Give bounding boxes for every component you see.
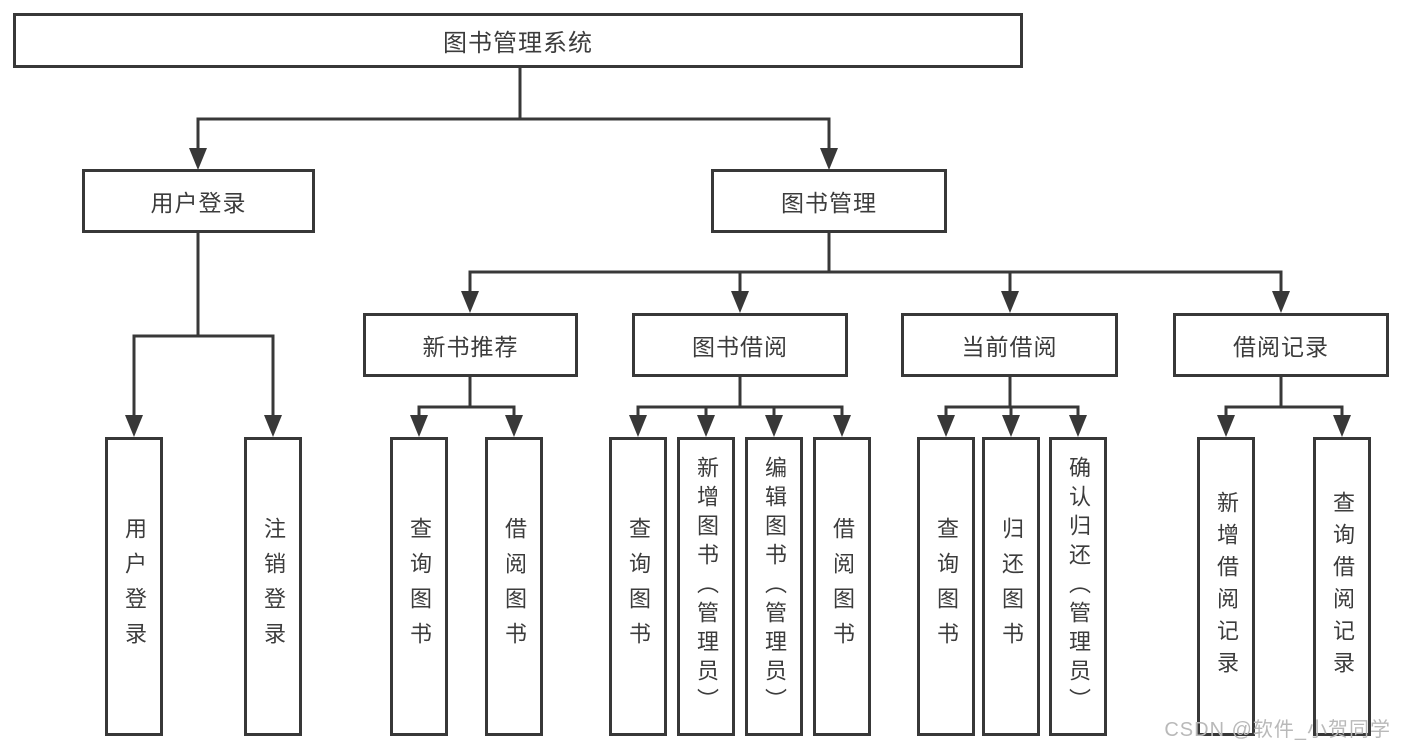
leaf-logout: 注销登录 <box>244 437 302 736</box>
leaf-nb-query-books: 查询图书 <box>390 437 448 736</box>
leaf-cb-return-books: 归还图书 <box>982 437 1040 736</box>
leaf-bb-edit-books-admin-label: 编辑图书（管理员） <box>762 456 787 717</box>
node-book-borrow: 图书借阅 <box>632 313 848 377</box>
leaf-nb-borrow-books-label: 借阅图书 <box>502 516 527 657</box>
leaf-user-login-label: 用户登录 <box>122 516 147 657</box>
node-current-borrow: 当前借阅 <box>901 313 1118 377</box>
leaf-cb-confirm-return-admin-label: 确认归还（管理员） <box>1066 456 1091 717</box>
node-book-management: 图书管理 <box>711 169 947 233</box>
leaf-br-query-record-label: 查询借阅记录 <box>1330 490 1355 683</box>
node-user-login: 用户登录 <box>82 169 315 233</box>
leaf-cb-query-books-label: 查询图书 <box>934 516 959 657</box>
leaf-bb-query-books: 查询图书 <box>609 437 667 736</box>
leaf-bb-edit-books-admin: 编辑图书（管理员） <box>745 437 803 736</box>
leaf-bb-borrow-books: 借阅图书 <box>813 437 871 736</box>
leaf-br-add-record-label: 新增借阅记录 <box>1214 490 1239 683</box>
leaf-br-query-record: 查询借阅记录 <box>1313 437 1371 736</box>
leaf-logout-label: 注销登录 <box>261 516 286 657</box>
leaf-nb-query-books-label: 查询图书 <box>407 516 432 657</box>
leaf-cb-query-books: 查询图书 <box>917 437 975 736</box>
leaf-nb-borrow-books: 借阅图书 <box>485 437 543 736</box>
leaf-br-add-record: 新增借阅记录 <box>1197 437 1255 736</box>
leaf-bb-query-books-label: 查询图书 <box>626 516 651 657</box>
node-new-book-recommend: 新书推荐 <box>363 313 578 377</box>
node-borrow-records: 借阅记录 <box>1173 313 1389 377</box>
leaf-bb-borrow-books-label: 借阅图书 <box>830 516 855 657</box>
leaf-cb-return-books-label: 归还图书 <box>999 516 1024 657</box>
node-library-system: 图书管理系统 <box>13 13 1023 68</box>
leaf-bb-add-books-admin: 新增图书（管理员） <box>677 437 735 736</box>
leaf-cb-confirm-return-admin: 确认归还（管理员） <box>1049 437 1107 736</box>
leaf-bb-add-books-admin-label: 新增图书（管理员） <box>694 456 719 717</box>
leaf-user-login: 用户登录 <box>105 437 163 736</box>
